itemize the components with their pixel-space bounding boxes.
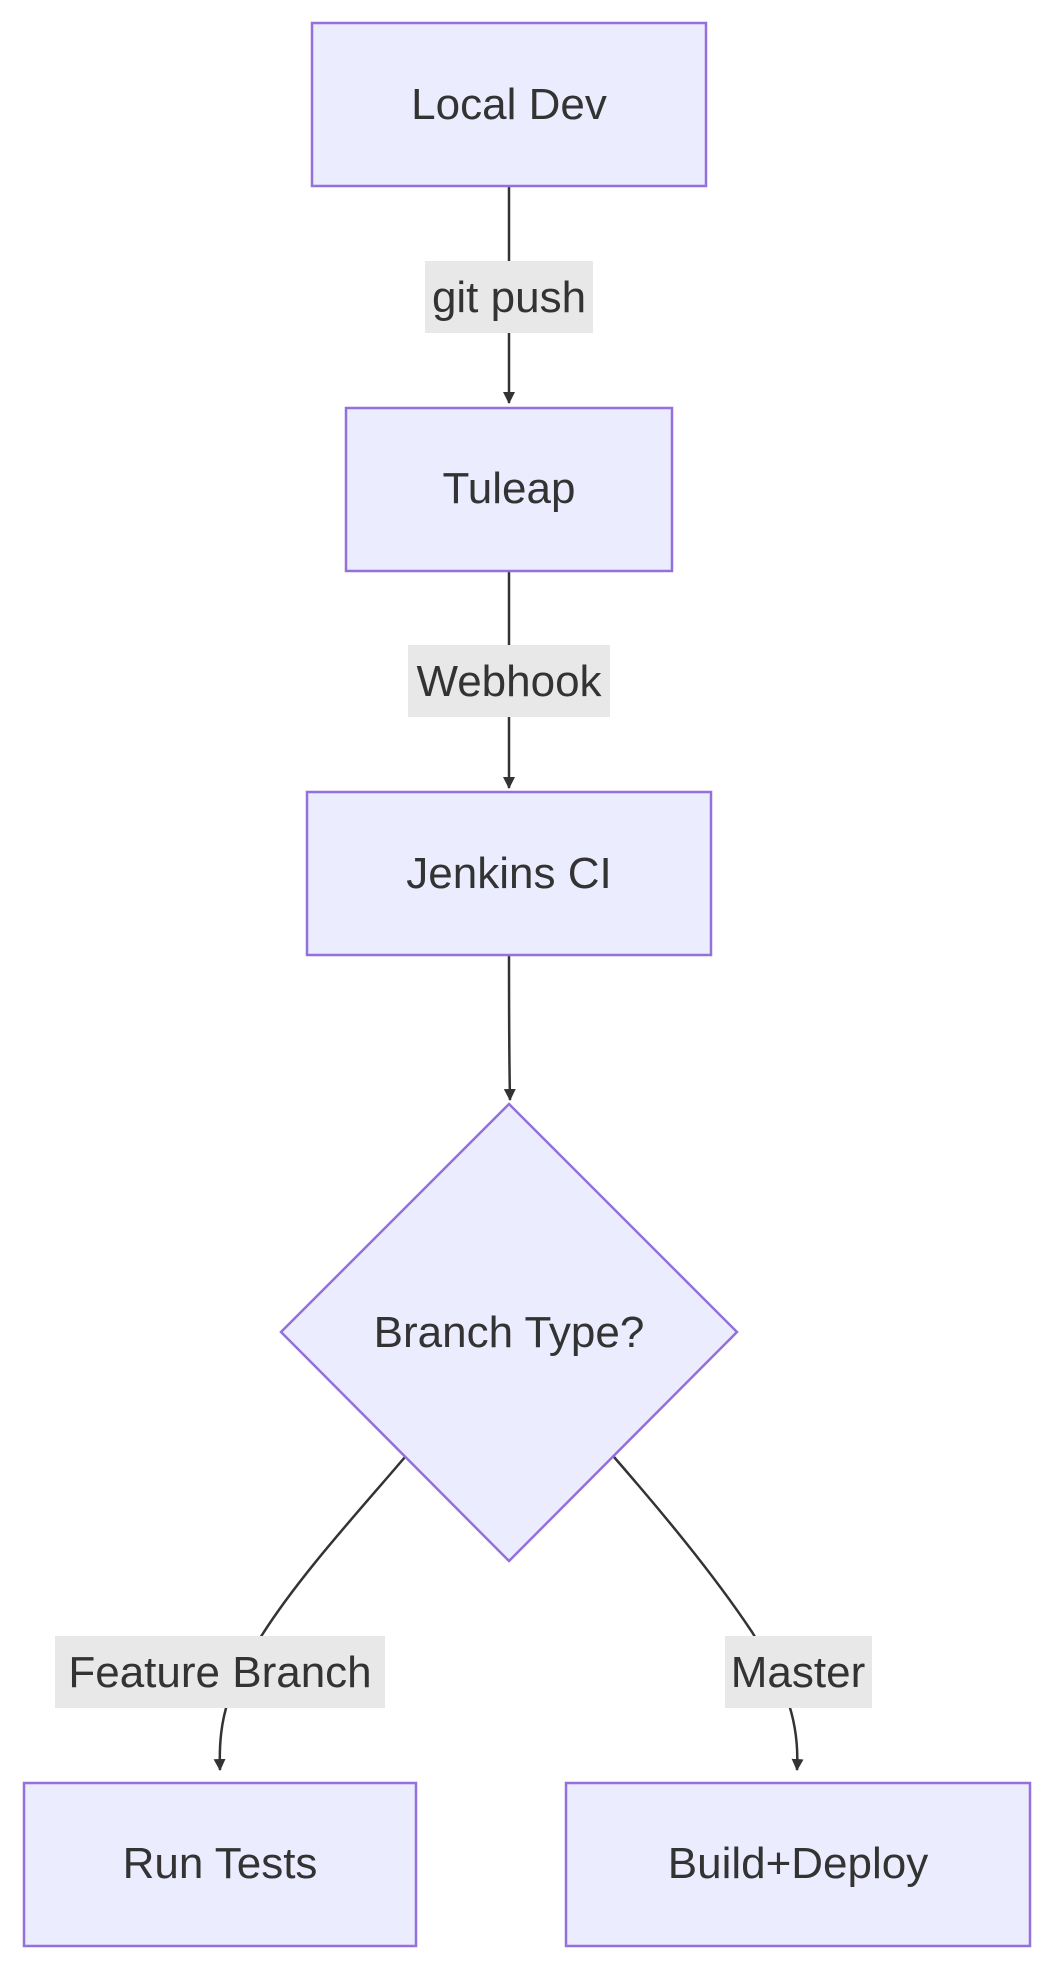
edge-label-webhook: Webhook bbox=[408, 645, 610, 717]
edge-label-git-push: git push bbox=[425, 261, 593, 333]
node-branch-type-label: Branch Type? bbox=[374, 1308, 645, 1357]
edge-label-master-text: Master bbox=[731, 1648, 865, 1697]
edge-branch-to-deploy bbox=[613, 1456, 804, 1771]
edge-label-webhook-text: Webhook bbox=[416, 657, 602, 706]
edge-label-master: Master bbox=[725, 1636, 872, 1708]
node-build-deploy-label: Build+Deploy bbox=[668, 1839, 929, 1888]
node-tuleap-label: Tuleap bbox=[443, 464, 576, 513]
edge-label-feature-branch: Feature Branch bbox=[55, 1636, 385, 1708]
node-run-tests: Run Tests bbox=[22, 1781, 418, 1948]
edges bbox=[213, 185, 804, 1771]
node-build-deploy: Build+Deploy bbox=[564, 1781, 1032, 1948]
edge-jenkins-to-branch bbox=[503, 954, 516, 1101]
edge-label-git-push-text: git push bbox=[432, 273, 586, 322]
node-run-tests-label: Run Tests bbox=[123, 1839, 318, 1888]
edge-branch-to-tests bbox=[213, 1456, 406, 1771]
node-jenkins-ci: Jenkins CI bbox=[305, 790, 713, 957]
node-local-dev: Local Dev bbox=[310, 21, 708, 188]
node-branch-type-decision: Branch Type? bbox=[279, 1102, 739, 1563]
node-tuleap: Tuleap bbox=[344, 406, 674, 573]
node-local-dev-label: Local Dev bbox=[411, 80, 607, 129]
edge-label-feature-branch-text: Feature Branch bbox=[68, 1648, 371, 1697]
node-jenkins-ci-label: Jenkins CI bbox=[406, 849, 611, 898]
